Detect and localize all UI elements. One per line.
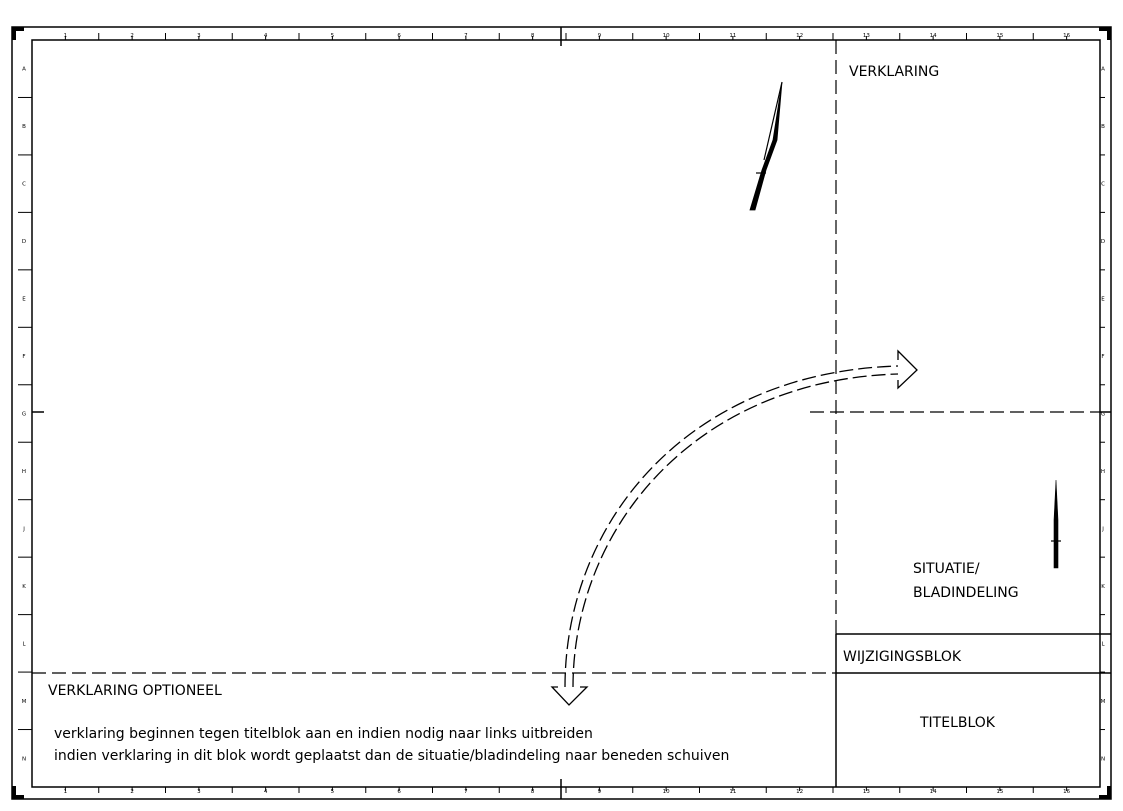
column-label-bottom: 3 xyxy=(197,789,201,795)
row-label-right: G xyxy=(1101,412,1105,418)
row-label-left: F xyxy=(22,354,25,360)
column-label-bottom: 6 xyxy=(397,789,401,795)
wijzigingsblok-label: WIJZIGINGSBLOK xyxy=(843,649,962,665)
centering-marks xyxy=(32,27,1111,799)
column-label-bottom: 11 xyxy=(729,789,736,795)
note-line-2: indien verklaring in dit blok wordt gepl… xyxy=(54,748,729,764)
layout-dashed-lines xyxy=(32,40,1100,674)
row-label-left: L xyxy=(22,641,26,647)
inner-frame xyxy=(31,39,1101,788)
column-label-bottom: 13 xyxy=(863,789,870,795)
column-label-bottom: 8 xyxy=(531,789,535,795)
situatie-label-line2: BLADINDELING xyxy=(913,585,1019,601)
row-label-left: K xyxy=(22,584,26,590)
row-label-left: H xyxy=(22,469,26,475)
column-label-bottom: 12 xyxy=(796,789,803,795)
note-line-1: verklaring beginnen tegen titelblok aan … xyxy=(54,726,593,742)
row-label-left: C xyxy=(22,182,26,188)
row-label-right: C xyxy=(1101,182,1105,188)
column-label-bottom: 10 xyxy=(663,789,670,795)
column-label-bottom: 7 xyxy=(464,789,468,795)
column-label-bottom: 1 xyxy=(64,789,68,795)
column-label-bottom: 2 xyxy=(130,789,134,795)
row-label-right: A xyxy=(1101,67,1105,73)
row-label-right: H xyxy=(1101,469,1105,475)
titelblok-label: TITELBLOK xyxy=(919,715,996,731)
row-label-right: E xyxy=(1101,297,1105,303)
row-label-right: N xyxy=(1101,756,1105,762)
column-label-bottom: 16 xyxy=(1063,789,1070,795)
zone-grid: 1122334455667788991010111112121313141415… xyxy=(18,33,1106,795)
row-label-left: J xyxy=(22,526,25,532)
column-label-bottom: 14 xyxy=(930,789,937,795)
corner-marks xyxy=(12,27,1111,799)
column-label-bottom: 4 xyxy=(264,789,268,795)
row-label-left: G xyxy=(22,412,26,418)
column-label-bottom: 15 xyxy=(996,789,1003,795)
row-label-right: D xyxy=(1101,239,1105,245)
title-block-lines xyxy=(835,633,1111,787)
row-label-left: B xyxy=(22,124,26,130)
row-label-left: A xyxy=(22,67,26,73)
verklaring-label: VERKLARING xyxy=(849,64,939,80)
column-label-bottom: 9 xyxy=(598,789,602,795)
row-label-right: K xyxy=(1101,584,1105,590)
row-label-right: M xyxy=(1101,699,1106,705)
north-arrow-small-icon xyxy=(1051,479,1061,569)
row-label-right: L xyxy=(1101,641,1105,647)
row-label-left: M xyxy=(22,699,27,705)
row-label-left: E xyxy=(22,297,26,303)
row-label-right: J xyxy=(1101,526,1104,532)
row-label-left: D xyxy=(22,239,26,245)
situatie-label-line1: SITUATIE/ xyxy=(913,561,980,577)
verklaring-optioneel-label: VERKLARING OPTIONEEL xyxy=(48,683,222,699)
curved-arrow-icon xyxy=(550,349,918,706)
row-label-right: B xyxy=(1101,124,1105,130)
column-label-bottom: 5 xyxy=(331,789,335,795)
row-label-right: F xyxy=(1101,354,1104,360)
north-arrow-icon xyxy=(749,81,783,211)
row-label-left: N xyxy=(22,756,26,762)
